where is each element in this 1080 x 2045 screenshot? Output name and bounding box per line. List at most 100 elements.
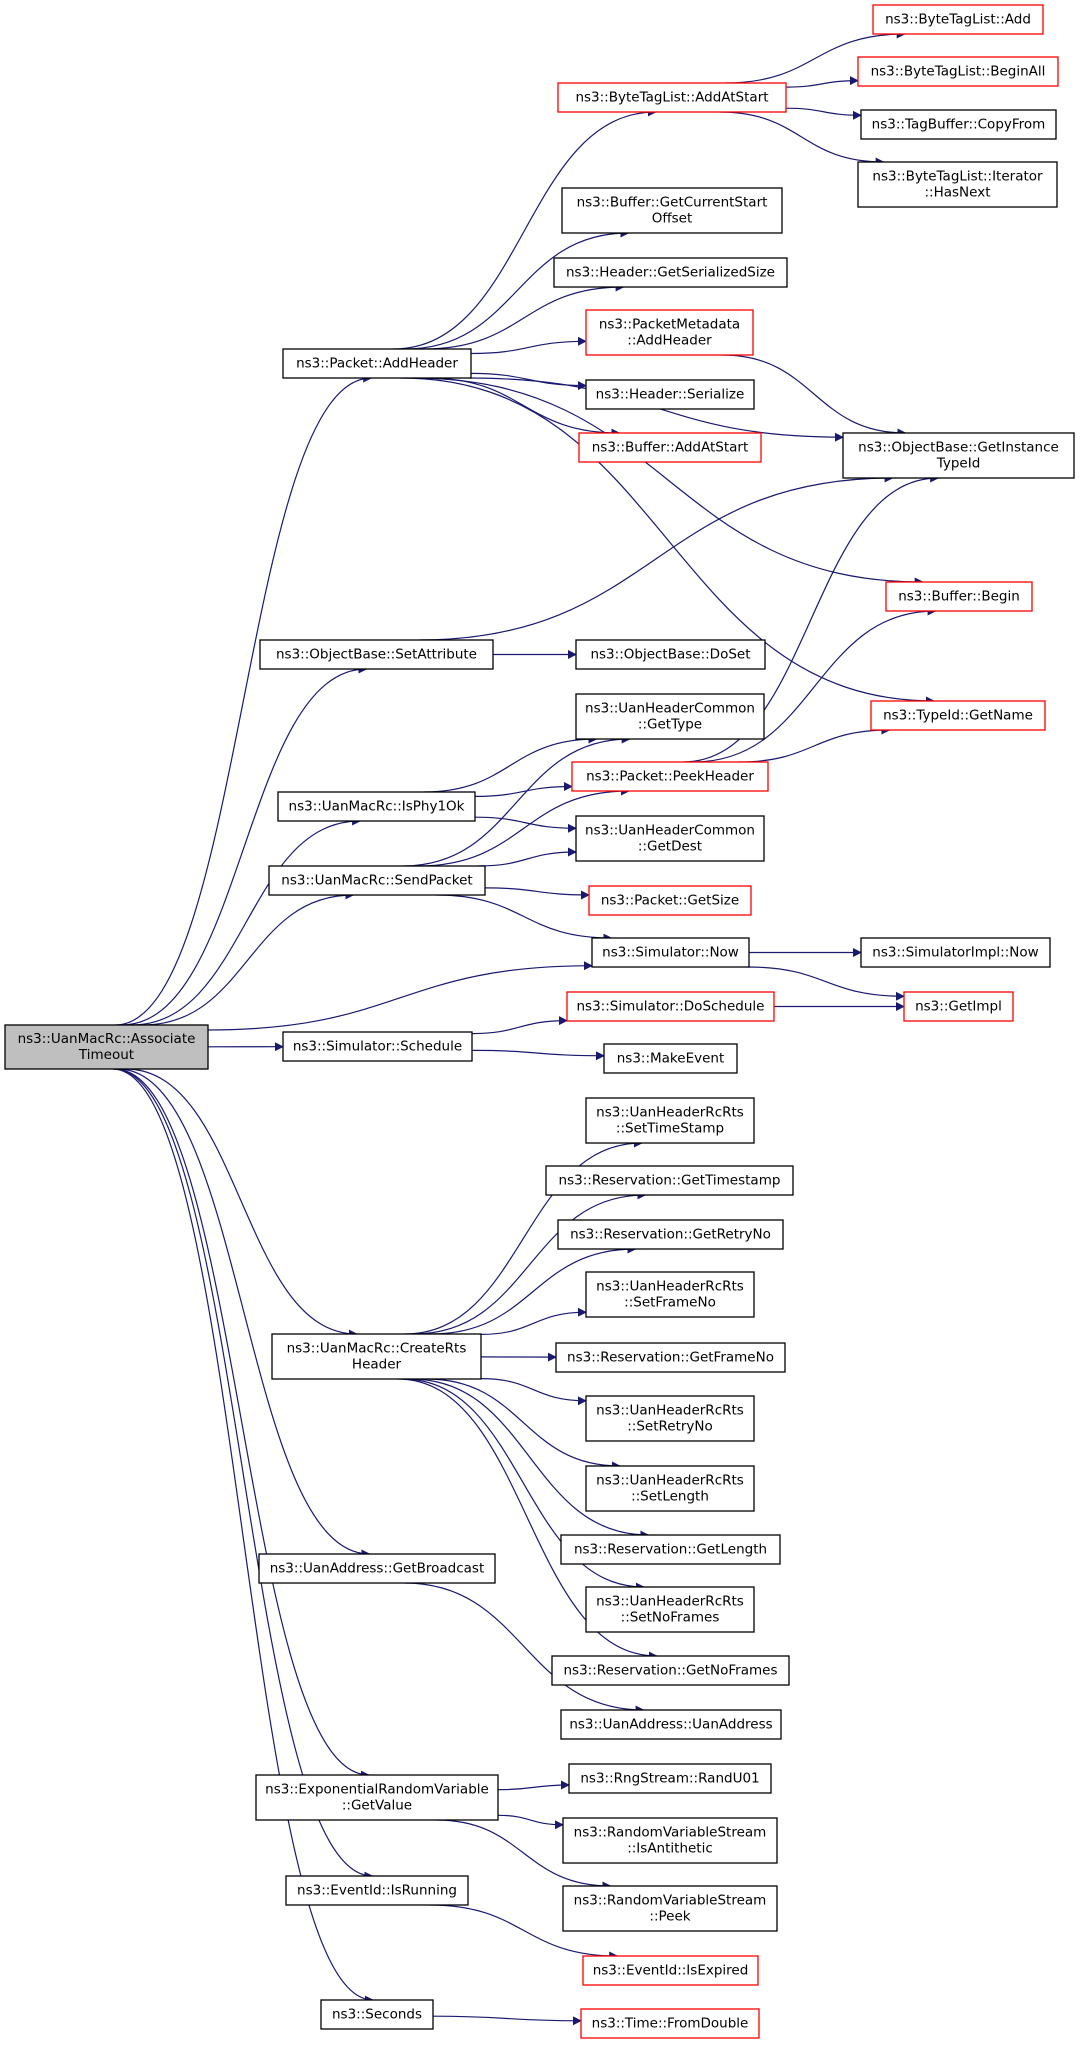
node-packet-getsize[interactable]: ns3::Packet::GetSize xyxy=(588,885,752,916)
edge-exprv-getvalue-to-rngstream-randu01 xyxy=(497,1780,570,1791)
node-box xyxy=(566,991,775,1022)
node-packet-addheader[interactable]: ns3::Packet::AddHeader xyxy=(282,348,472,379)
node-label-line: ns3::UanMacRc::SendPacket xyxy=(281,873,472,889)
node-eventid-isexpired[interactable]: ns3::EventId::IsExpired xyxy=(582,1955,759,1986)
node-time-fromdouble[interactable]: ns3::Time::FromDouble xyxy=(580,2008,760,2039)
node-seconds[interactable]: ns3::Seconds xyxy=(320,1999,434,2030)
edge-uanmacrc-isphy1ok-to-uanheadercommon-gettype xyxy=(423,734,598,793)
node-reservation-getlength[interactable]: ns3::Reservation::GetLength xyxy=(560,1534,781,1565)
node-label-line: ns3::RandomVariableStream xyxy=(574,1893,767,1909)
node-rngstream-randu01[interactable]: ns3::RngStream::RandU01 xyxy=(568,1763,772,1794)
node-eventid-isrunning[interactable]: ns3::EventId::IsRunning xyxy=(285,1875,469,1906)
node-exprv-getvalue[interactable]: ns3::ExponentialRandomVariable::GetValue xyxy=(255,1774,499,1821)
node-box xyxy=(545,1165,794,1196)
edge-uanmacrc-creatertsheader-to-reservation-getnoframes xyxy=(397,1378,658,1661)
node-simulator-now[interactable]: ns3::Simulator::Now xyxy=(591,937,750,968)
node-label-line: ns3::ObjectBase::SetAttribute xyxy=(276,647,477,663)
node-bytetaglist-beginall[interactable]: ns3::ByteTagList::BeginAll xyxy=(857,56,1059,87)
edge-uanmacrc-creatertsheader-to-rts-setlength xyxy=(426,1378,621,1471)
node-rvs-peek[interactable]: ns3::RandomVariableStream::Peek xyxy=(562,1885,778,1932)
edge-packet-addheader-to-buffer-begin xyxy=(413,377,924,587)
edge-associate-timeout-to-packet-addheader xyxy=(115,373,373,1026)
node-label-line: ::SetNoFrames xyxy=(621,1610,720,1626)
node-label-line: ns3::Packet::GetSize xyxy=(601,893,739,909)
node-box xyxy=(585,1586,755,1633)
node-label-line: ns3::MakeEvent xyxy=(617,1051,725,1067)
node-rts-setnoframes[interactable]: ns3::UanHeaderRcRts::SetNoFrames xyxy=(585,1586,755,1633)
node-bytetaglist-addatstart[interactable]: ns3::ByteTagList::AddAtStart xyxy=(557,82,787,113)
node-uanmacrc-isphy1ok[interactable]: ns3::UanMacRc::IsPhy1Ok xyxy=(277,791,476,822)
node-rts-setretryno[interactable]: ns3::UanHeaderRcRts::SetRetryNo xyxy=(585,1395,755,1442)
node-reservation-gettimestamp[interactable]: ns3::Reservation::GetTimestamp xyxy=(545,1165,794,1196)
edge-uanmacrc-creatertsheader-to-reservation-gettimestamp xyxy=(413,1190,647,1335)
node-objectbase-setattribute[interactable]: ns3::ObjectBase::SetAttribute xyxy=(259,639,494,670)
node-getimpl[interactable]: ns3::GetImpl xyxy=(903,991,1014,1022)
node-bytetaglist-iterator-hasnext[interactable]: ns3::ByteTagList::Iterator::HasNext xyxy=(857,161,1058,208)
node-tagbuffer-copyfrom[interactable]: ns3::TagBuffer::CopyFrom xyxy=(860,109,1057,140)
edge-associate-timeout-to-uanmacrc-sendpacket xyxy=(142,890,355,1026)
node-uanmacrc-sendpacket[interactable]: ns3::UanMacRc::SendPacket xyxy=(268,865,486,896)
node-box xyxy=(320,1999,434,2030)
node-buffer-addatstart[interactable]: ns3::Buffer::AddAtStart xyxy=(578,432,762,463)
node-reservation-getframeno[interactable]: ns3::Reservation::GetFrameNo xyxy=(555,1342,786,1373)
node-box xyxy=(585,309,754,356)
edge-objectbase-setattribute-to-objectbase-getinstancetypeid xyxy=(418,473,894,641)
node-label-line: Offset xyxy=(652,211,693,227)
node-buffer-begin[interactable]: ns3::Buffer::Begin xyxy=(885,581,1033,612)
node-box xyxy=(575,639,766,670)
edge-packet-addheader-to-bytetaglist-addatstart xyxy=(393,107,657,350)
node-packet-peekheader[interactable]: ns3::Packet::PeekHeader xyxy=(571,761,769,792)
node-simulator-doschedule[interactable]: ns3::Simulator::DoSchedule xyxy=(566,991,775,1022)
node-rvs-isantithetic[interactable]: ns3::RandomVariableStream::IsAntithetic xyxy=(562,1817,778,1864)
node-box xyxy=(277,791,476,822)
node-header-getserializedsize[interactable]: ns3::Header::GetSerializedSize xyxy=(553,257,788,288)
edge-associate-timeout-to-exprv-getvalue xyxy=(114,1068,370,1780)
node-label-line: ns3::Reservation::GetFrameNo xyxy=(567,1350,774,1366)
node-label-line: ns3::Simulator::Now xyxy=(602,945,739,961)
node-typeid-getname[interactable]: ns3::TypeId::GetName xyxy=(870,700,1046,731)
node-rts-setlength[interactable]: ns3::UanHeaderRcRts::SetLength xyxy=(585,1465,755,1512)
edge-packet-addheader-to-header-getserializedsize xyxy=(423,282,625,350)
node-uanaddress-getbroadcast[interactable]: ns3::UanAddress::GetBroadcast xyxy=(258,1553,496,1584)
node-label-line: ns3::TypeId::GetName xyxy=(883,708,1033,724)
edge-simulator-now-to-getimpl xyxy=(747,966,905,1001)
node-uanaddress-uanaddress[interactable]: ns3::UanAddress::UanAddress xyxy=(560,1709,782,1740)
node-box xyxy=(4,1024,209,1070)
node-box xyxy=(271,1333,482,1380)
edge-exprv-getvalue-to-rvs-isantithetic xyxy=(497,1814,564,1830)
node-box xyxy=(585,1097,755,1144)
edge-packet-peekheader-to-buffer-begin xyxy=(693,606,937,763)
node-uanheadercommon-gettype[interactable]: ns3::UanHeaderCommon::GetType xyxy=(575,693,765,740)
node-makeevent[interactable]: ns3::MakeEvent xyxy=(603,1043,738,1074)
node-bytetaglist-add[interactable]: ns3::ByteTagList::Add xyxy=(872,4,1044,35)
node-label-line: ns3::RandomVariableStream xyxy=(574,1825,767,1841)
node-header-serialize[interactable]: ns3::Header::Serialize xyxy=(585,379,755,410)
node-rts-setframeno[interactable]: ns3::UanHeaderRcRts::SetFrameNo xyxy=(585,1271,755,1318)
node-packetmetadata-addheader[interactable]: ns3::PacketMetadata::AddHeader xyxy=(585,309,754,356)
node-uanheadercommon-getdest[interactable]: ns3::UanHeaderCommon::GetDest xyxy=(575,815,765,862)
node-reservation-getnoframes[interactable]: ns3::Reservation::GetNoFrames xyxy=(551,1655,790,1686)
node-simulatorimpl-now[interactable]: ns3::SimulatorImpl::Now xyxy=(860,937,1051,968)
edge-uanmacrc-isphy1ok-to-uanheadercommon-getdest xyxy=(474,816,577,833)
edge-associate-timeout-to-uanmacrc-isphy1ok xyxy=(131,816,362,1026)
node-reservation-getretryno[interactable]: ns3::Reservation::GetRetryNo xyxy=(557,1219,784,1250)
edge-exprv-getvalue-to-rvs-peek xyxy=(436,1819,612,1891)
node-box xyxy=(885,581,1033,612)
node-box xyxy=(562,1817,778,1864)
node-simulator-schedule[interactable]: ns3::Simulator::Schedule xyxy=(282,1031,473,1062)
edge-uanmacrc-creatertsheader-to-rts-setnoframes xyxy=(402,1378,645,1592)
node-rts-settimestamp[interactable]: ns3::UanHeaderRcRts::SetTimeStamp xyxy=(585,1097,755,1144)
node-box xyxy=(551,1655,790,1686)
edge-bytetaglist-addatstart-to-bytetaglist-iterator-hasnext xyxy=(719,111,885,167)
node-box xyxy=(870,700,1046,731)
edge-associate-timeout-to-uanmacrc-creatertsheader xyxy=(125,1068,358,1339)
edge-uanmacrc-sendpacket-to-simulator-now xyxy=(436,894,613,943)
node-box xyxy=(553,257,788,288)
node-label-line: ns3::PacketMetadata xyxy=(599,317,740,333)
node-objectbase-doset[interactable]: ns3::ObjectBase::DoSet xyxy=(575,639,766,670)
